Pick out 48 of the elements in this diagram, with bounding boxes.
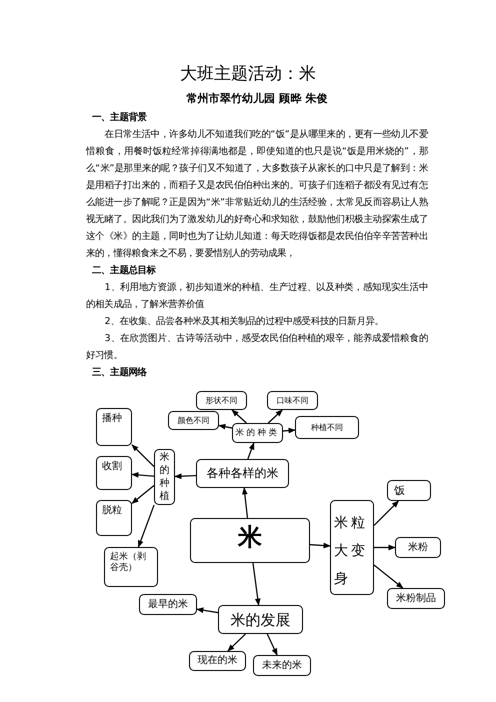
subtopic-box: 最早的米	[139, 594, 197, 615]
arrow	[268, 410, 283, 424]
goal-item: 2、在收集、品尝各种米及其相关制品的过程中感受科技的日新月异。	[104, 315, 385, 329]
subtopic-box: 种植不同	[295, 416, 359, 439]
arrow	[132, 444, 154, 468]
goal-item: 3、在欣赏图片、古诗等活动中，感受农民伯伯种植的艰辛，能养成爱惜粮食的好习惯。	[86, 332, 428, 363]
section-heading: 三、主题网络	[91, 366, 148, 380]
arrow	[310, 542, 331, 548]
arrow	[242, 487, 248, 518]
arrow	[266, 634, 278, 656]
topic-box: 各种各样的米	[196, 459, 289, 488]
subtopic-box: 形状不同	[196, 391, 247, 410]
paragraph: 在日常生活中，许多幼儿不知道我们吃的“饭”是从哪里来的，更有一些幼儿不爱惜粮食，用餐时饭粒经常掉得满地都是，即使知道的也只是说“饭是用米烧的”，那么“米”是那里来的呢？孩子们又不知道了，大多数孩子从家长的口中只是了解到：米是用稻子打出来的，而稻子又是农民伯伯种出来的。可孩子们连稻子都没有见过有怎么能进一步了解呢？正是因为“米”非常贴近幼儿的生活经验，太常见反而容易让人熟视无睹了。因此我们为了激发幼儿的好奇心和求知欲，鼓励他们积极主动探索生成了这个《米》的主题，同时也为了让幼儿知道：每天吃得饭都是农民伯伯辛辛苦苦种出来的，懂得粮食来之不易，要爱惜别人的劳动成果，	[86, 128, 428, 261]
subtopic-box: 未来的米	[253, 655, 311, 676]
subtopic-box: 起米（剥谷壳）	[104, 547, 158, 587]
subtopic-box: 米粉制品	[387, 588, 445, 609]
arrow	[174, 473, 196, 480]
subtopic-box: 播种	[96, 408, 132, 446]
central-topic-box: 米	[190, 518, 310, 563]
arrow	[282, 428, 296, 434]
subtopic-box: 脱粒	[96, 500, 132, 536]
arrow	[232, 410, 247, 424]
section-heading: 一、主题背景	[91, 110, 148, 125]
subtopic-box: 收割	[96, 456, 132, 490]
arrow	[218, 424, 232, 430]
subtopic-box: 现在的米	[189, 651, 246, 671]
arrow	[374, 500, 399, 526]
subtopic-box: 饭	[387, 480, 431, 501]
author-line: 常州市翠竹幼儿园 顾晔 朱俊	[185, 91, 329, 107]
subtopic-box: 口味不同	[267, 391, 318, 410]
arrow	[374, 564, 404, 588]
arrow	[247, 442, 254, 460]
arrow	[227, 634, 246, 652]
arrow	[138, 504, 155, 548]
topic-box: 米的发展	[218, 605, 303, 634]
page-title: 大班主题活动：米	[179, 63, 317, 85]
subtopic-box: 颜色不同	[168, 411, 219, 430]
arrow	[196, 607, 218, 614]
arrow	[374, 544, 396, 550]
goal-item: 1、利用地方资源，初步知道米的种植、生产过程、以及种类，感知现实生活中的相关成品，了解米营养价值	[86, 281, 428, 312]
subtopic-box: 米的种植	[154, 449, 175, 505]
topic-box: 米粒大变身	[330, 500, 374, 595]
subtopic-box: 米粉	[395, 537, 441, 558]
arrow	[252, 562, 261, 606]
section-heading: 二、主题总目标	[91, 264, 157, 278]
arrow	[131, 472, 154, 478]
subtopic-box: 米的种类	[232, 423, 283, 443]
arrow	[131, 485, 154, 504]
